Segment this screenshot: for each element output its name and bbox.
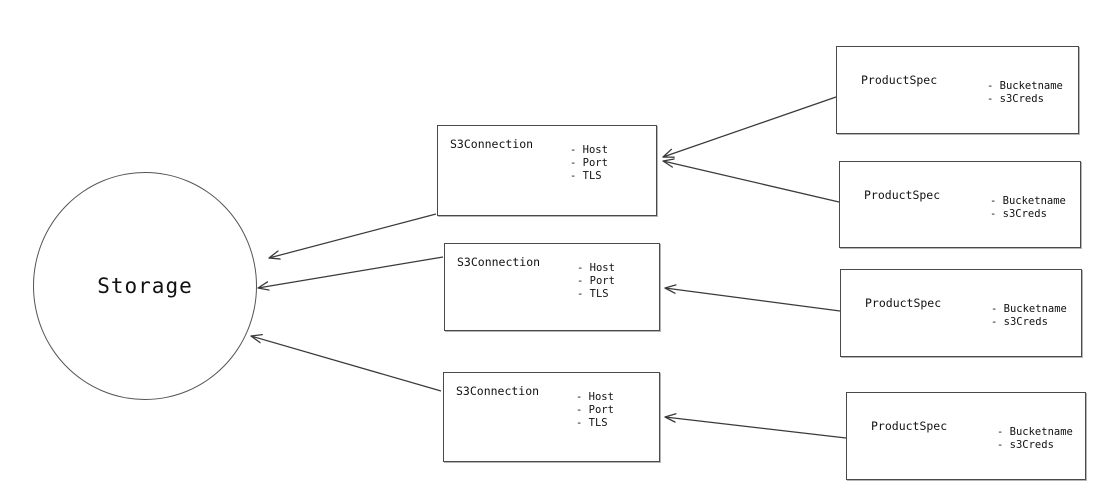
attribute-tls: - TLS	[570, 170, 602, 182]
attribute-s3creds: - s3Creds	[990, 208, 1047, 220]
s3-connection-node-1[interactable]: S3Connection - Host - Port - TLS	[437, 125, 657, 216]
s3-connection-node-2[interactable]: S3Connection - Host - Port - TLS	[444, 243, 660, 331]
attribute-host: - Host	[577, 262, 615, 274]
product-spec-attributes-4: - Bucketname - s3Creds	[997, 426, 1073, 452]
attribute-bucketname: - Bucketname	[997, 426, 1073, 438]
attribute-bucketname: - Bucketname	[987, 80, 1063, 92]
storage-node[interactable]: Storage	[33, 172, 257, 400]
attribute-host: - Host	[570, 144, 608, 156]
s3-connection-title-3: S3Connection	[456, 384, 540, 398]
edge-s3-connection-2-to-storage	[258, 256, 444, 288]
product-spec-node-4[interactable]: ProductSpec - Bucketname - s3Creds	[846, 392, 1086, 480]
edge-product-spec-2-to-s3-connection-1	[663, 161, 840, 203]
attribute-s3creds: - s3Creds	[987, 93, 1044, 105]
attribute-s3creds: - s3Creds	[991, 316, 1048, 328]
attribute-tls: - TLS	[577, 288, 609, 300]
attribute-host: - Host	[576, 391, 614, 403]
attribute-bucketname: - Bucketname	[990, 195, 1066, 207]
attribute-port: - Port	[576, 404, 614, 416]
product-spec-attributes-3: - Bucketname - s3Creds	[991, 303, 1067, 329]
storage-label: Storage	[97, 274, 193, 298]
s3-connection-attributes-2: - Host - Port - TLS	[577, 262, 615, 301]
edge-s3-connection-3-to-storage	[251, 336, 442, 392]
product-spec-node-3[interactable]: ProductSpec - Bucketname - s3Creds	[840, 269, 1082, 357]
product-spec-title-2: ProductSpec	[864, 188, 941, 202]
product-spec-title-3: ProductSpec	[865, 296, 942, 310]
attribute-port: - Port	[577, 275, 615, 287]
s3-connection-attributes-1: - Host - Port - TLS	[570, 144, 608, 183]
edge-product-spec-1-to-s3-connection-1	[663, 96, 837, 157]
product-spec-title-4: ProductSpec	[871, 419, 948, 433]
s3-connection-node-3[interactable]: S3Connection - Host - Port - TLS	[443, 372, 660, 462]
s3-connection-attributes-3: - Host - Port - TLS	[576, 391, 614, 430]
attribute-port: - Port	[570, 157, 608, 169]
attribute-s3creds: - s3Creds	[997, 439, 1054, 451]
product-spec-attributes-1: - Bucketname - s3Creds	[987, 80, 1063, 106]
s3-connection-title-2: S3Connection	[457, 255, 541, 269]
edge-product-spec-3-to-s3-connection-2	[665, 288, 841, 312]
edge-product-spec-4-to-s3-connection-3	[665, 417, 847, 439]
product-spec-title-1: ProductSpec	[861, 73, 938, 87]
s3-connection-title-1: S3Connection	[450, 137, 534, 151]
attribute-bucketname: - Bucketname	[991, 303, 1067, 315]
edge-s3-connection-1-to-storage	[269, 213, 437, 258]
product-spec-node-2[interactable]: ProductSpec - Bucketname - s3Creds	[839, 161, 1081, 248]
product-spec-node-1[interactable]: ProductSpec - Bucketname - s3Creds	[836, 46, 1079, 134]
attribute-tls: - TLS	[576, 417, 608, 429]
product-spec-attributes-2: - Bucketname - s3Creds	[990, 195, 1066, 221]
